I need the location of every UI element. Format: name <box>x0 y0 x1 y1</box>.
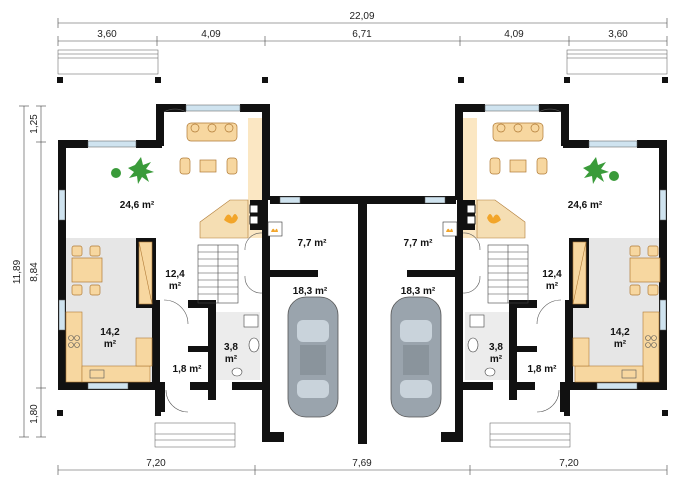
wardrobe <box>138 241 587 305</box>
dim-bottom-3: 7,20 <box>559 458 579 469</box>
boiler-room-area: 7,7 m² <box>298 238 328 249</box>
bath-area-unit: m² <box>225 354 238 365</box>
dim-top-5: 3,60 <box>608 29 628 40</box>
plant-icon <box>111 157 619 184</box>
bath-area: 3,8 <box>489 342 503 353</box>
entry-area: 1,8 m² <box>528 364 558 375</box>
sofa-icon <box>179 122 238 175</box>
dim-left-3: 1,80 <box>29 404 40 424</box>
stove-icon <box>68 335 657 379</box>
dim-bottom-1: 7,20 <box>146 458 166 469</box>
fireplace-icon <box>199 199 526 239</box>
garage-area: 18,3 m² <box>401 286 436 297</box>
bath-area-unit: m² <box>490 354 503 365</box>
dim-top-total: 22,09 <box>349 11 374 22</box>
sofa-icon <box>489 122 548 175</box>
kitchen-area-unit: m² <box>614 339 627 350</box>
boiler-room-area: 7,7 m² <box>404 238 434 249</box>
room-labels-right: 24,6 m² 12,4 m² 14,2 m² 1,8 m² 3,8 m² 7,… <box>401 200 630 375</box>
hall-area-unit: m² <box>169 281 182 292</box>
dimension-lines <box>19 18 668 475</box>
dim-left-1: 1,25 <box>29 114 40 134</box>
hall-area: 12,4 <box>165 269 185 280</box>
kitchen-area-unit: m² <box>104 339 117 350</box>
room-labels-left: 24,6 m² 12,4 m² 14,2 m² 1,8 m² 3,8 m² 7,… <box>100 200 328 375</box>
windows <box>58 104 667 390</box>
garage-walls <box>262 196 463 444</box>
dimension-labels: 22,09 3,60 4,09 6,71 4,09 3,60 7,20 7,69… <box>12 11 628 469</box>
dim-top-3: 6,71 <box>352 29 372 40</box>
door-swings <box>163 108 562 413</box>
dim-top-2: 4,09 <box>201 29 221 40</box>
car-icon <box>390 296 442 418</box>
dim-top-1: 3,60 <box>97 29 117 40</box>
hall-area: 12,4 <box>542 269 562 280</box>
toilet-icon <box>231 314 496 377</box>
living-room-area: 24,6 m² <box>568 200 603 211</box>
terraces <box>57 49 668 448</box>
living-room-area: 24,6 m² <box>120 200 155 211</box>
kitchen-area: 14,2 <box>610 327 630 338</box>
dim-left-2: 8,84 <box>29 262 40 282</box>
dim-top-4: 4,09 <box>504 29 524 40</box>
stairs-icon <box>197 244 529 304</box>
dining-table-icon <box>71 245 661 296</box>
entry-area: 1,8 m² <box>173 364 203 375</box>
hall-area-unit: m² <box>546 281 559 292</box>
garage-area: 18,3 m² <box>293 286 328 297</box>
kitchen-area: 14,2 <box>100 327 120 338</box>
dim-left-total: 11,89 <box>12 259 23 284</box>
chimney <box>249 204 476 225</box>
dim-bottom-2: 7,69 <box>352 458 372 469</box>
car-icon <box>287 296 339 418</box>
bath-area: 3,8 <box>224 342 238 353</box>
